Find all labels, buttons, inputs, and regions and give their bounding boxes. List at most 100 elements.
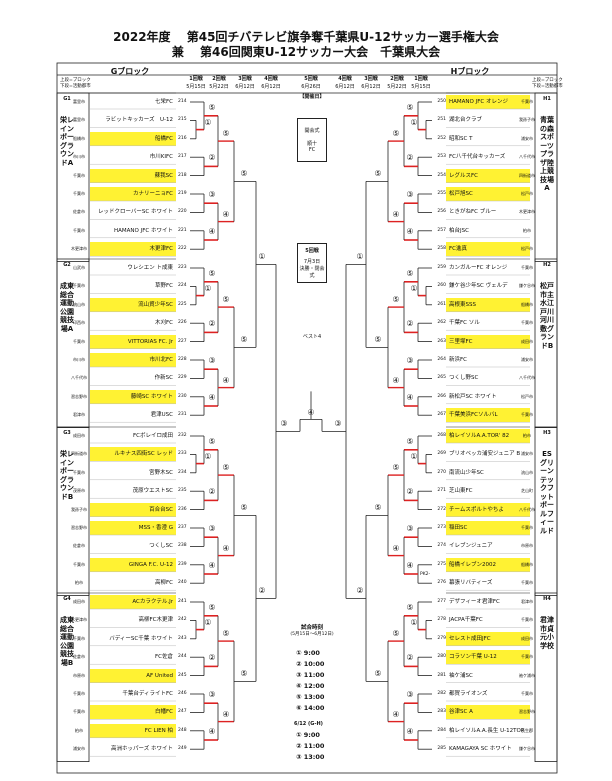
- schedule-time: ⑥ 14:00: [296, 704, 325, 712]
- venue-name: 栄レインボーグラウンドA: [60, 116, 74, 167]
- team-city: 船橋市: [521, 301, 533, 307]
- team-name: イレブンジュニア: [449, 543, 493, 550]
- team-name: 君津USC: [150, 412, 173, 419]
- group-code-g2: G2: [63, 262, 71, 268]
- team-number: 253: [437, 154, 446, 160]
- team-city: 千葉市: [73, 709, 85, 715]
- match-number: ②: [406, 487, 414, 497]
- opening-text-2: 順十: [306, 141, 317, 147]
- match-number: ⑤: [406, 268, 414, 278]
- team-city: 市川市: [73, 154, 85, 160]
- team-number: 283: [437, 709, 446, 715]
- match-number: ③: [406, 524, 414, 534]
- round-name-center: 5回戦: [304, 76, 318, 82]
- team-name: FC進真: [446, 242, 530, 257]
- schedule-time: ④ 12:00: [296, 682, 325, 690]
- team-city: 千葉市: [521, 412, 533, 418]
- team-number: 233: [178, 451, 187, 457]
- team-city: 流山市: [73, 301, 85, 307]
- match-number: ①: [258, 252, 266, 262]
- round-name-left: 4回戦: [264, 76, 278, 82]
- match-number: ⑤: [240, 503, 248, 513]
- team-name: 百合台SC: [90, 502, 176, 517]
- center-label: 【開催日】: [299, 94, 325, 100]
- team-name: FC LIEN 柏: [90, 723, 176, 738]
- team-number: 215: [178, 117, 187, 123]
- team-name: 千葉美浜FCソルバL: [446, 408, 530, 423]
- team-number: 275: [437, 561, 446, 567]
- team-name: 蘇我SC: [90, 168, 176, 183]
- match-number: ③: [406, 356, 414, 366]
- match-number: ①: [204, 617, 212, 627]
- team-city: 船橋市: [521, 561, 533, 567]
- team-city: 成田市: [521, 635, 533, 641]
- schedule-time: ① 9:00: [296, 649, 320, 657]
- team-city: 富里市: [73, 99, 85, 104]
- schedule-title: 試合時刻: [300, 625, 323, 631]
- team-number: 232: [178, 433, 187, 438]
- team-name: 新松戸SC ホワイト: [449, 393, 497, 400]
- pk-note: PK2-: [420, 572, 431, 577]
- team-city: 茂原市: [73, 488, 85, 494]
- team-number: 266: [437, 393, 446, 399]
- match-number: ④: [208, 227, 216, 236]
- venue-name: 松戸市主水江戸川河川敷グランドB: [540, 282, 554, 350]
- team-city: 八千代市: [519, 375, 535, 381]
- team-city: 松戸市: [521, 246, 533, 252]
- round-date-left: 5月22日: [209, 84, 229, 90]
- team-number: 251: [437, 117, 446, 123]
- team-name: KAMAGAYA SC ホワイト: [449, 746, 512, 753]
- match-number: ④: [208, 561, 216, 570]
- team-name: 船橋FC: [90, 131, 176, 146]
- match-number: ①: [410, 451, 418, 461]
- title-line-2: 兼 第46回関東U-12サッカー大会 千葉県大会: [171, 45, 441, 59]
- match-number: ④: [222, 543, 230, 553]
- team-city: 習志野市: [71, 525, 87, 530]
- team-city: 八千代市: [519, 154, 535, 160]
- team-number: 271: [437, 488, 446, 494]
- team-number: 259: [437, 265, 446, 270]
- team-number: 216: [178, 135, 187, 141]
- team-city: 木更津市: [71, 617, 87, 623]
- venue-name: 成東総合運動公園競技場A: [60, 282, 74, 333]
- team-name: チームスポルトやちよ: [446, 502, 530, 517]
- match-number: ⑤: [392, 463, 400, 473]
- team-name: 白幡FC: [90, 705, 176, 720]
- team-city: 佐倉市: [73, 543, 85, 549]
- team-number: 248: [178, 727, 187, 733]
- match-number: ③: [280, 419, 288, 429]
- schedule2-time: ③ 13:00: [296, 753, 325, 761]
- team-city: 木更津市: [519, 209, 535, 215]
- team-number: 250: [437, 99, 446, 104]
- team-name: 新浜FC: [449, 357, 468, 363]
- team-city: 袖ケ浦市: [519, 672, 535, 678]
- team-city: 習志野市: [71, 393, 87, 399]
- team-name: 湖北台クラブ: [449, 117, 483, 124]
- team-name: 柏レイソルA.A.TOR' 82: [446, 429, 530, 443]
- team-number: 264: [437, 357, 446, 362]
- frame: [56, 92, 90, 263]
- match-number: ④: [208, 727, 216, 736]
- schedule-time: ② 10:00: [296, 660, 325, 668]
- team-city: 千葉市: [521, 580, 533, 586]
- schedule2-time: ① 9:00: [296, 731, 320, 739]
- team-name: カンガルーFC オレンジ: [449, 265, 508, 271]
- team-name: つくし野SC: [449, 375, 479, 382]
- team-name: 南流山少年SC: [449, 469, 484, 476]
- round-name-left: 2回戦: [212, 76, 226, 82]
- match-number: ②: [208, 319, 216, 329]
- team-number: 227: [178, 338, 187, 344]
- match-number: ③: [208, 690, 216, 700]
- team-name: MSS・香澄 G: [90, 521, 176, 535]
- match-number: ⑤: [240, 669, 248, 679]
- team-city: 成田市: [73, 599, 85, 604]
- team-name: デザフィーオ君津FC: [449, 599, 500, 605]
- group-code-h1: H1: [543, 96, 551, 102]
- match-number: ⑤: [208, 436, 216, 446]
- round-name-right: 3回戦: [364, 76, 378, 82]
- match-number: ①: [410, 117, 418, 127]
- match-number: ②: [208, 153, 216, 163]
- team-city: 市原市: [521, 543, 533, 549]
- round-date-right: 6月12日: [335, 84, 355, 90]
- team-number: 260: [437, 283, 446, 289]
